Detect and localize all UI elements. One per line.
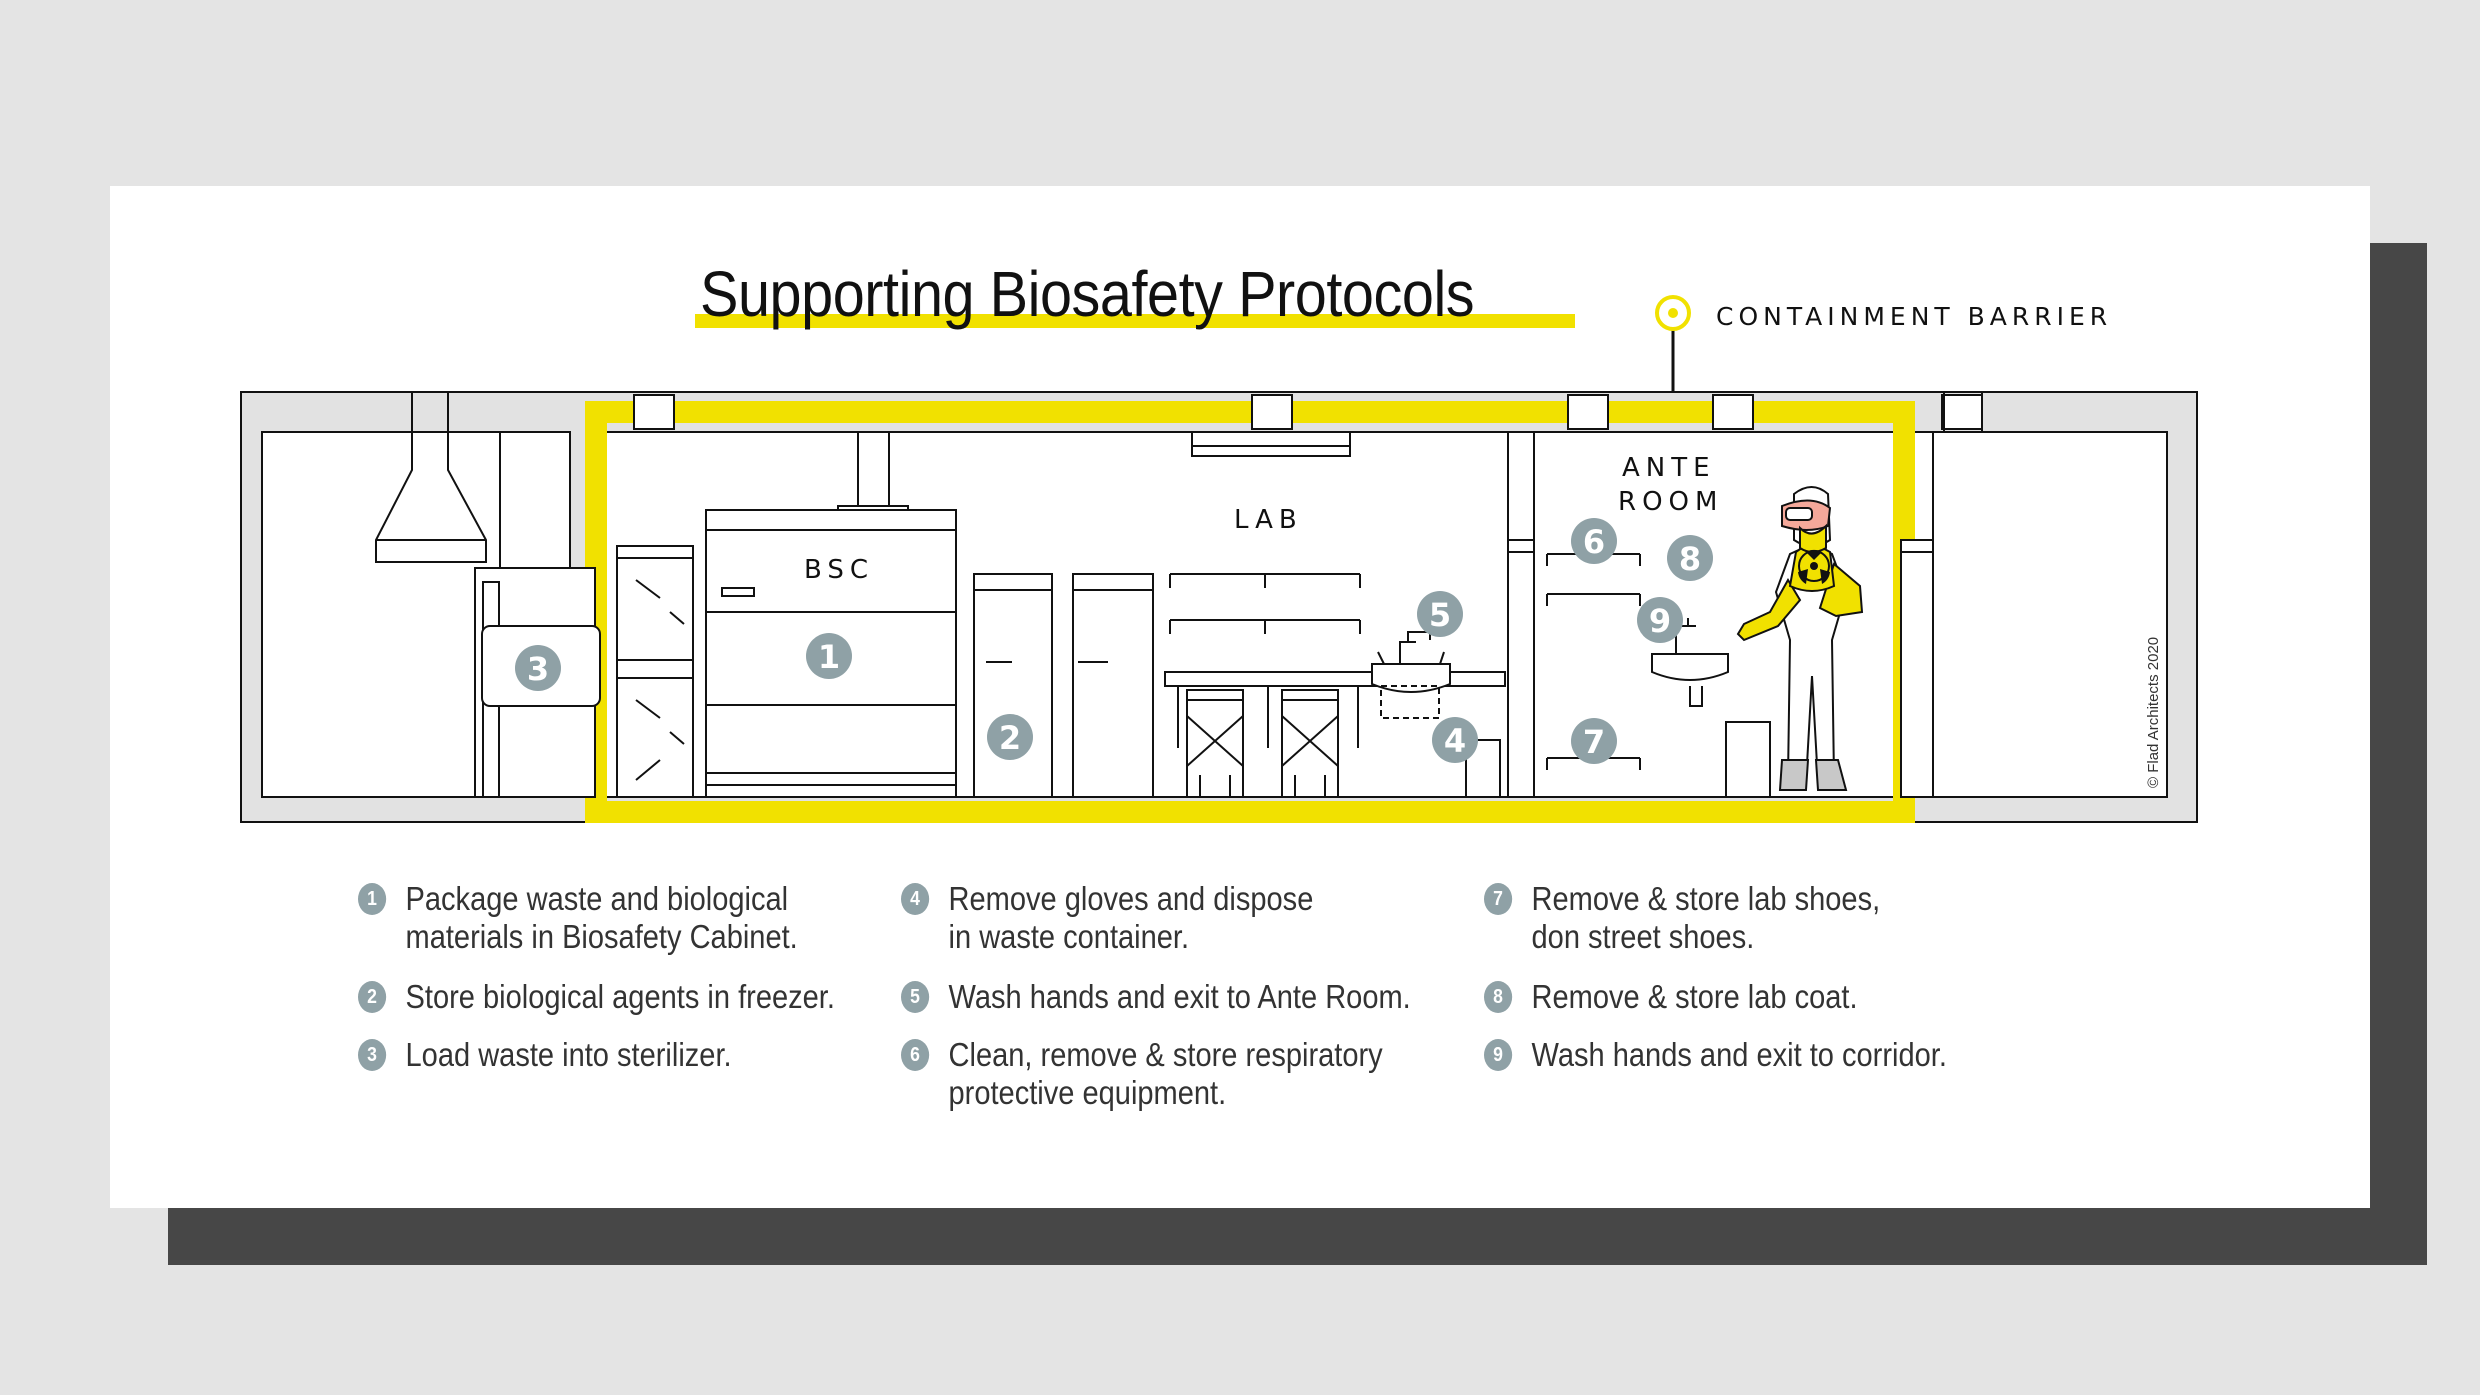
containment-barrier-label: CONTAINMENT BARRIER <box>1716 302 2113 331</box>
marker-4: 4 <box>1432 717 1478 763</box>
step-6: 6 Clean, remove & store respiratory prot… <box>901 1036 1383 1112</box>
step-4: 4 Remove gloves and dispose in waste con… <box>901 880 1313 956</box>
svg-text:7: 7 <box>1583 723 1605 761</box>
barrier-marker-dot <box>1668 308 1678 318</box>
step-text: Wash hands and exit to corridor. <box>1531 1036 1947 1073</box>
step-number-badge: 8 <box>1484 981 1513 1013</box>
step-text: Store biological agents in freezer. <box>405 978 835 1015</box>
bsc-label: BSC <box>804 555 874 585</box>
lab-label: LAB <box>1234 505 1303 535</box>
marker-1: 1 <box>806 633 852 679</box>
marker-8: 8 <box>1667 535 1713 581</box>
step-text: Load waste into sterilizer. <box>405 1036 732 1073</box>
marker-6: 6 <box>1571 518 1617 564</box>
step-number-badge: 9 <box>1484 1039 1513 1071</box>
svg-text:3: 3 <box>527 650 549 688</box>
copyright-text: © Flad Architects 2020 <box>2145 637 2162 788</box>
step-text: Remove & store lab coat. <box>1531 978 1858 1015</box>
step-number-badge: 6 <box>901 1039 930 1071</box>
step-2: 2 Store biological agents in freezer. <box>358 978 835 1016</box>
step-5: 5 Wash hands and exit to Ante Room. <box>901 978 1411 1016</box>
marker-3: 3 <box>515 645 561 691</box>
step-number-badge: 2 <box>358 981 387 1013</box>
step-8: 8 Remove & store lab coat. <box>1484 978 1858 1016</box>
ante-room-label-line1: ANTE <box>1622 453 1716 483</box>
step-number-badge: 1 <box>358 883 387 915</box>
diagram-markers: 1 2 3 4 5 6 7 8 9 <box>515 518 1713 764</box>
svg-text:6: 6 <box>1583 523 1605 561</box>
svg-text:5: 5 <box>1429 596 1451 634</box>
page-title: Supporting Biosafety Protocols <box>700 258 1475 330</box>
marker-9: 9 <box>1637 597 1683 643</box>
step-number-badge: 4 <box>901 883 930 915</box>
svg-text:8: 8 <box>1679 540 1701 578</box>
step-3: 3 Load waste into sterilizer. <box>358 1036 732 1074</box>
step-7: 7 Remove & store lab shoes, don street s… <box>1484 880 1880 956</box>
step-1: 1 Package waste and biological materials… <box>358 880 798 956</box>
protective-suit-figure <box>1736 486 1864 791</box>
step-text: Package waste and biological materials i… <box>405 880 798 955</box>
marker-7: 7 <box>1571 718 1617 764</box>
title-highlight <box>695 314 1575 328</box>
step-number-badge: 7 <box>1484 883 1513 915</box>
marker-2: 2 <box>987 714 1033 760</box>
step-number-badge: 5 <box>901 981 930 1013</box>
svg-text:1: 1 <box>818 638 840 676</box>
svg-text:9: 9 <box>1649 602 1671 640</box>
step-text: Remove & store lab shoes, don street sho… <box>1531 880 1881 955</box>
step-text: Remove gloves and dispose in waste conta… <box>948 880 1314 955</box>
ante-room-label-line2: ROOM <box>1618 487 1723 517</box>
step-9: 9 Wash hands and exit to corridor. <box>1484 1036 1947 1074</box>
marker-5: 5 <box>1417 591 1463 637</box>
svg-text:4: 4 <box>1444 722 1466 760</box>
step-text: Clean, remove & store respiratory protec… <box>948 1036 1383 1111</box>
svg-text:2: 2 <box>999 719 1021 757</box>
step-text: Wash hands and exit to Ante Room. <box>948 978 1411 1015</box>
step-number-badge: 3 <box>358 1039 387 1071</box>
